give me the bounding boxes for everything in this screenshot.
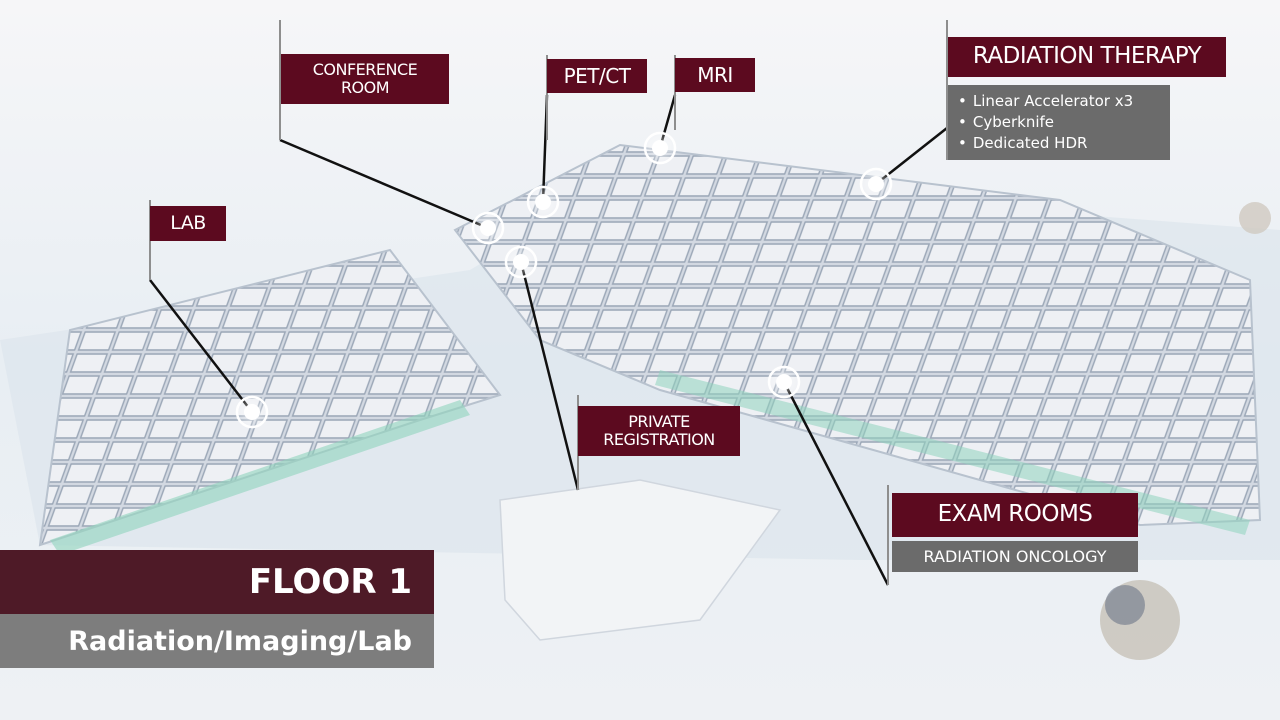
radiation-therapy-label[interactable]: RADIATION THERAPY <box>948 37 1226 77</box>
equipment-item: Dedicated HDR <box>958 133 1170 154</box>
marker-dot-icon <box>776 374 792 390</box>
tree <box>1239 202 1271 234</box>
lab-marker[interactable] <box>234 394 270 430</box>
marker-ring-icon <box>471 211 505 245</box>
exam-rooms-label[interactable]: EXAM ROOMS <box>892 493 1138 537</box>
exam-rooms-sublabel: RADIATION ONCOLOGY <box>892 541 1138 572</box>
conference-room-label[interactable]: CONFERENCE ROOM <box>281 54 449 104</box>
private-registration-label[interactable]: PRIVATE REGISTRATION <box>578 406 740 456</box>
equipment-item: Linear Accelerator x3 <box>958 91 1170 112</box>
radiation-therapy-details: Linear Accelerator x3 Cyberknife Dedicat… <box>948 85 1170 160</box>
marker-ring-icon <box>859 167 893 201</box>
marker-ring-icon <box>504 245 538 279</box>
marker-ring-icon <box>526 185 560 219</box>
equipment-item: Cyberknife <box>958 112 1170 133</box>
pet-ct-label[interactable]: PET/CT <box>547 59 647 93</box>
pet-ct-marker[interactable] <box>525 184 561 220</box>
floor-title: FLOOR 1 <box>0 550 434 614</box>
exam-rooms-marker[interactable] <box>766 364 802 400</box>
mri-label[interactable]: MRI <box>675 58 755 92</box>
marker-ring-icon <box>767 365 801 399</box>
marker-dot-icon <box>652 140 668 156</box>
lab-label[interactable]: LAB <box>150 206 226 241</box>
radiation-therapy-marker[interactable] <box>858 166 894 202</box>
marker-ring-icon <box>643 131 677 165</box>
marker-dot-icon <box>535 194 551 210</box>
marker-dot-icon <box>244 404 260 420</box>
conference-room-marker[interactable] <box>470 210 506 246</box>
marker-dot-icon <box>513 254 529 270</box>
building-main-wing <box>453 143 1262 527</box>
marker-ring-icon <box>235 395 269 429</box>
private-registration-marker[interactable] <box>503 244 539 280</box>
floor-subtitle: Radiation/Imaging/Lab <box>0 614 434 668</box>
leader-lines <box>149 94 948 586</box>
marker-dot-icon <box>868 176 884 192</box>
marker-dot-icon <box>480 220 496 236</box>
mri-marker[interactable] <box>642 130 678 166</box>
